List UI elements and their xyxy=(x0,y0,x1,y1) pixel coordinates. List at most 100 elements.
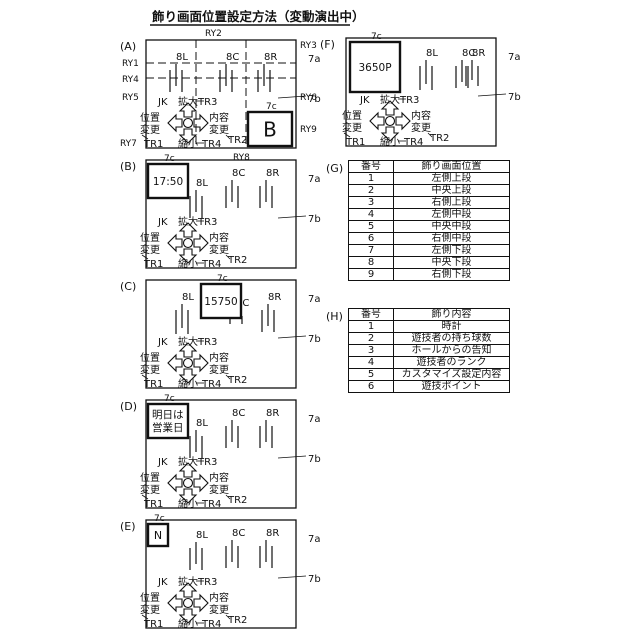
region-label-ry4: RY4 xyxy=(122,75,139,85)
row-number-cell: 3 xyxy=(349,197,394,209)
content-label-2: 変更 xyxy=(209,603,229,616)
position-label-1: 位置 xyxy=(140,591,160,604)
shrink-label: 縮小 xyxy=(178,377,198,390)
reel-left-label: 8L xyxy=(426,48,438,59)
tr3-label: TR3 xyxy=(197,337,217,348)
position-label-1: 位置 xyxy=(140,351,160,364)
panel-e: (E)8L8C8R7a7b7cNJK拡大TR3位置変更内容変更TR1縮小TR4T… xyxy=(120,514,321,630)
reel-left-label: 8L xyxy=(196,418,208,429)
reel-left-label: 8L xyxy=(176,52,188,63)
position-label-2: 変更 xyxy=(140,123,160,136)
ref-7c-label: 7c xyxy=(164,394,175,404)
ref-7c-label: 7c xyxy=(164,154,175,164)
panel-d: (D)8L8C8R7a7b7c明日は営業日JK拡大TR3位置変更内容変更TR1縮… xyxy=(120,394,321,510)
reel-right-label: 8R xyxy=(268,292,281,303)
table-row: 3ホールからの告知 xyxy=(349,345,510,357)
tr4-label: TR4 xyxy=(201,139,221,150)
content-label-2: 変更 xyxy=(209,243,229,256)
tr2-label: TR2 xyxy=(227,495,247,506)
reel-center-label: 8C xyxy=(232,528,245,539)
reel-center-label: 8C xyxy=(232,408,245,419)
tr1-label: TR1 xyxy=(143,259,163,270)
tr3-label: TR3 xyxy=(197,97,217,108)
content-label-2: 変更 xyxy=(209,363,229,376)
expand-label: 拡大 xyxy=(178,455,198,468)
shrink-label: 縮小 xyxy=(178,257,198,270)
row-value-cell: 中央下段 xyxy=(394,257,510,269)
ref-7c-label: 7c xyxy=(266,102,277,112)
table-row: 6遊技ポイント xyxy=(349,381,510,393)
tr1-label: TR1 xyxy=(143,499,163,510)
position-label-2: 変更 xyxy=(140,243,160,256)
table-g-header-pos: 飾り画面位置 xyxy=(394,161,510,173)
center-button-icon xyxy=(184,599,193,608)
ref-7a-label: 7a xyxy=(508,52,521,63)
reel-right-label: 8R xyxy=(264,52,277,63)
position-label-2: 変更 xyxy=(140,363,160,376)
table-labels: (G) (H) xyxy=(326,162,343,323)
center-button-icon xyxy=(184,239,193,248)
row-value-cell: 左側上段 xyxy=(394,173,510,185)
ref-7c-label: 7c xyxy=(154,514,165,524)
reel-right-label: 8R xyxy=(472,48,485,59)
position-label-2: 変更 xyxy=(140,603,160,616)
ref-7a-label: 7a xyxy=(308,294,321,305)
table-h-body: 1時計2遊技者の持ち球数3ホールからの告知4遊技者のランク5カスタマイズ設定内容… xyxy=(349,321,510,393)
panel-f: (F)8L8C8R7a7b7c3650PJK拡大TR3位置変更内容変更TR1縮小… xyxy=(320,32,521,148)
decoration-box-text: 営業日 xyxy=(152,421,184,434)
region-label-ry1: RY1 xyxy=(122,59,139,69)
table-h-header-content: 飾り内容 xyxy=(394,309,510,321)
tr3-label: TR3 xyxy=(399,95,419,106)
row-number-cell: 9 xyxy=(349,269,394,281)
ref-7a-label: 7a xyxy=(308,54,321,65)
ref-7a-label: 7a xyxy=(308,414,321,425)
tr2-label: TR2 xyxy=(429,133,449,144)
ref-7b-label: 7b xyxy=(308,454,321,465)
decoration-box-text: 3650P xyxy=(358,62,391,74)
row-value-cell: 時計 xyxy=(394,321,510,333)
table-row: 5カスタマイズ設定内容 xyxy=(349,369,510,381)
position-label-1: 位置 xyxy=(342,109,362,122)
tr4-label: TR4 xyxy=(201,499,221,510)
ref-7a-label: 7a xyxy=(308,174,321,185)
content-label-1: 内容 xyxy=(209,111,229,124)
content-label-1: 内容 xyxy=(209,351,229,364)
panel-label: (B) xyxy=(120,160,136,173)
table-g-label: (G) xyxy=(326,162,343,175)
row-number-cell: 7 xyxy=(349,245,394,257)
position-label-2: 変更 xyxy=(140,483,160,496)
expand-label: 拡大 xyxy=(380,93,400,106)
center-button-icon xyxy=(386,117,395,126)
position-label-1: 位置 xyxy=(140,111,160,124)
panel-b: (B)8L8C8R7a7b7c17:50JK拡大TR3位置変更内容変更TR1縮小… xyxy=(120,154,321,270)
table-h: 番号 飾り内容 1時計2遊技者の持ち球数3ホールからの告知4遊技者のランク5カス… xyxy=(348,308,510,393)
table-row: 8中央下段 xyxy=(349,257,510,269)
row-number-cell: 6 xyxy=(349,233,394,245)
decoration-box-text: 17:50 xyxy=(153,176,183,188)
jk-label: JK xyxy=(157,337,168,348)
panel-c: (C)8L8C8R7a7b7c15750JK拡大TR3位置変更内容変更TR1縮小… xyxy=(120,274,321,390)
position-label-2: 変更 xyxy=(342,121,362,134)
row-number-cell: 5 xyxy=(349,369,394,381)
row-number-cell: 6 xyxy=(349,381,394,393)
table-row: 4遊技者のランク xyxy=(349,357,510,369)
reel-left-label: 8L xyxy=(196,178,208,189)
region-label-ry6: RY6 xyxy=(300,93,317,103)
tr4-label: TR4 xyxy=(201,619,221,630)
panel-label: (A) xyxy=(120,40,136,53)
ref-7b-label: 7b xyxy=(508,92,521,103)
reel-left-label: 8L xyxy=(196,530,208,541)
reel-left-label: 8L xyxy=(182,292,194,303)
row-value-cell: 左側中段 xyxy=(394,209,510,221)
decoration-box-text: 明日は xyxy=(152,409,184,421)
expand-label: 拡大 xyxy=(178,575,198,588)
table-row: 3右側上段 xyxy=(349,197,510,209)
row-value-cell: 中央中段 xyxy=(394,221,510,233)
table-row: 2中央上段 xyxy=(349,185,510,197)
panel-label: (E) xyxy=(120,520,136,533)
jk-label: JK xyxy=(157,217,168,228)
content-label-1: 内容 xyxy=(209,591,229,604)
content-label-1: 内容 xyxy=(209,231,229,244)
ref-7b-label: 7b xyxy=(308,574,321,585)
tr1-label: TR1 xyxy=(143,379,163,390)
